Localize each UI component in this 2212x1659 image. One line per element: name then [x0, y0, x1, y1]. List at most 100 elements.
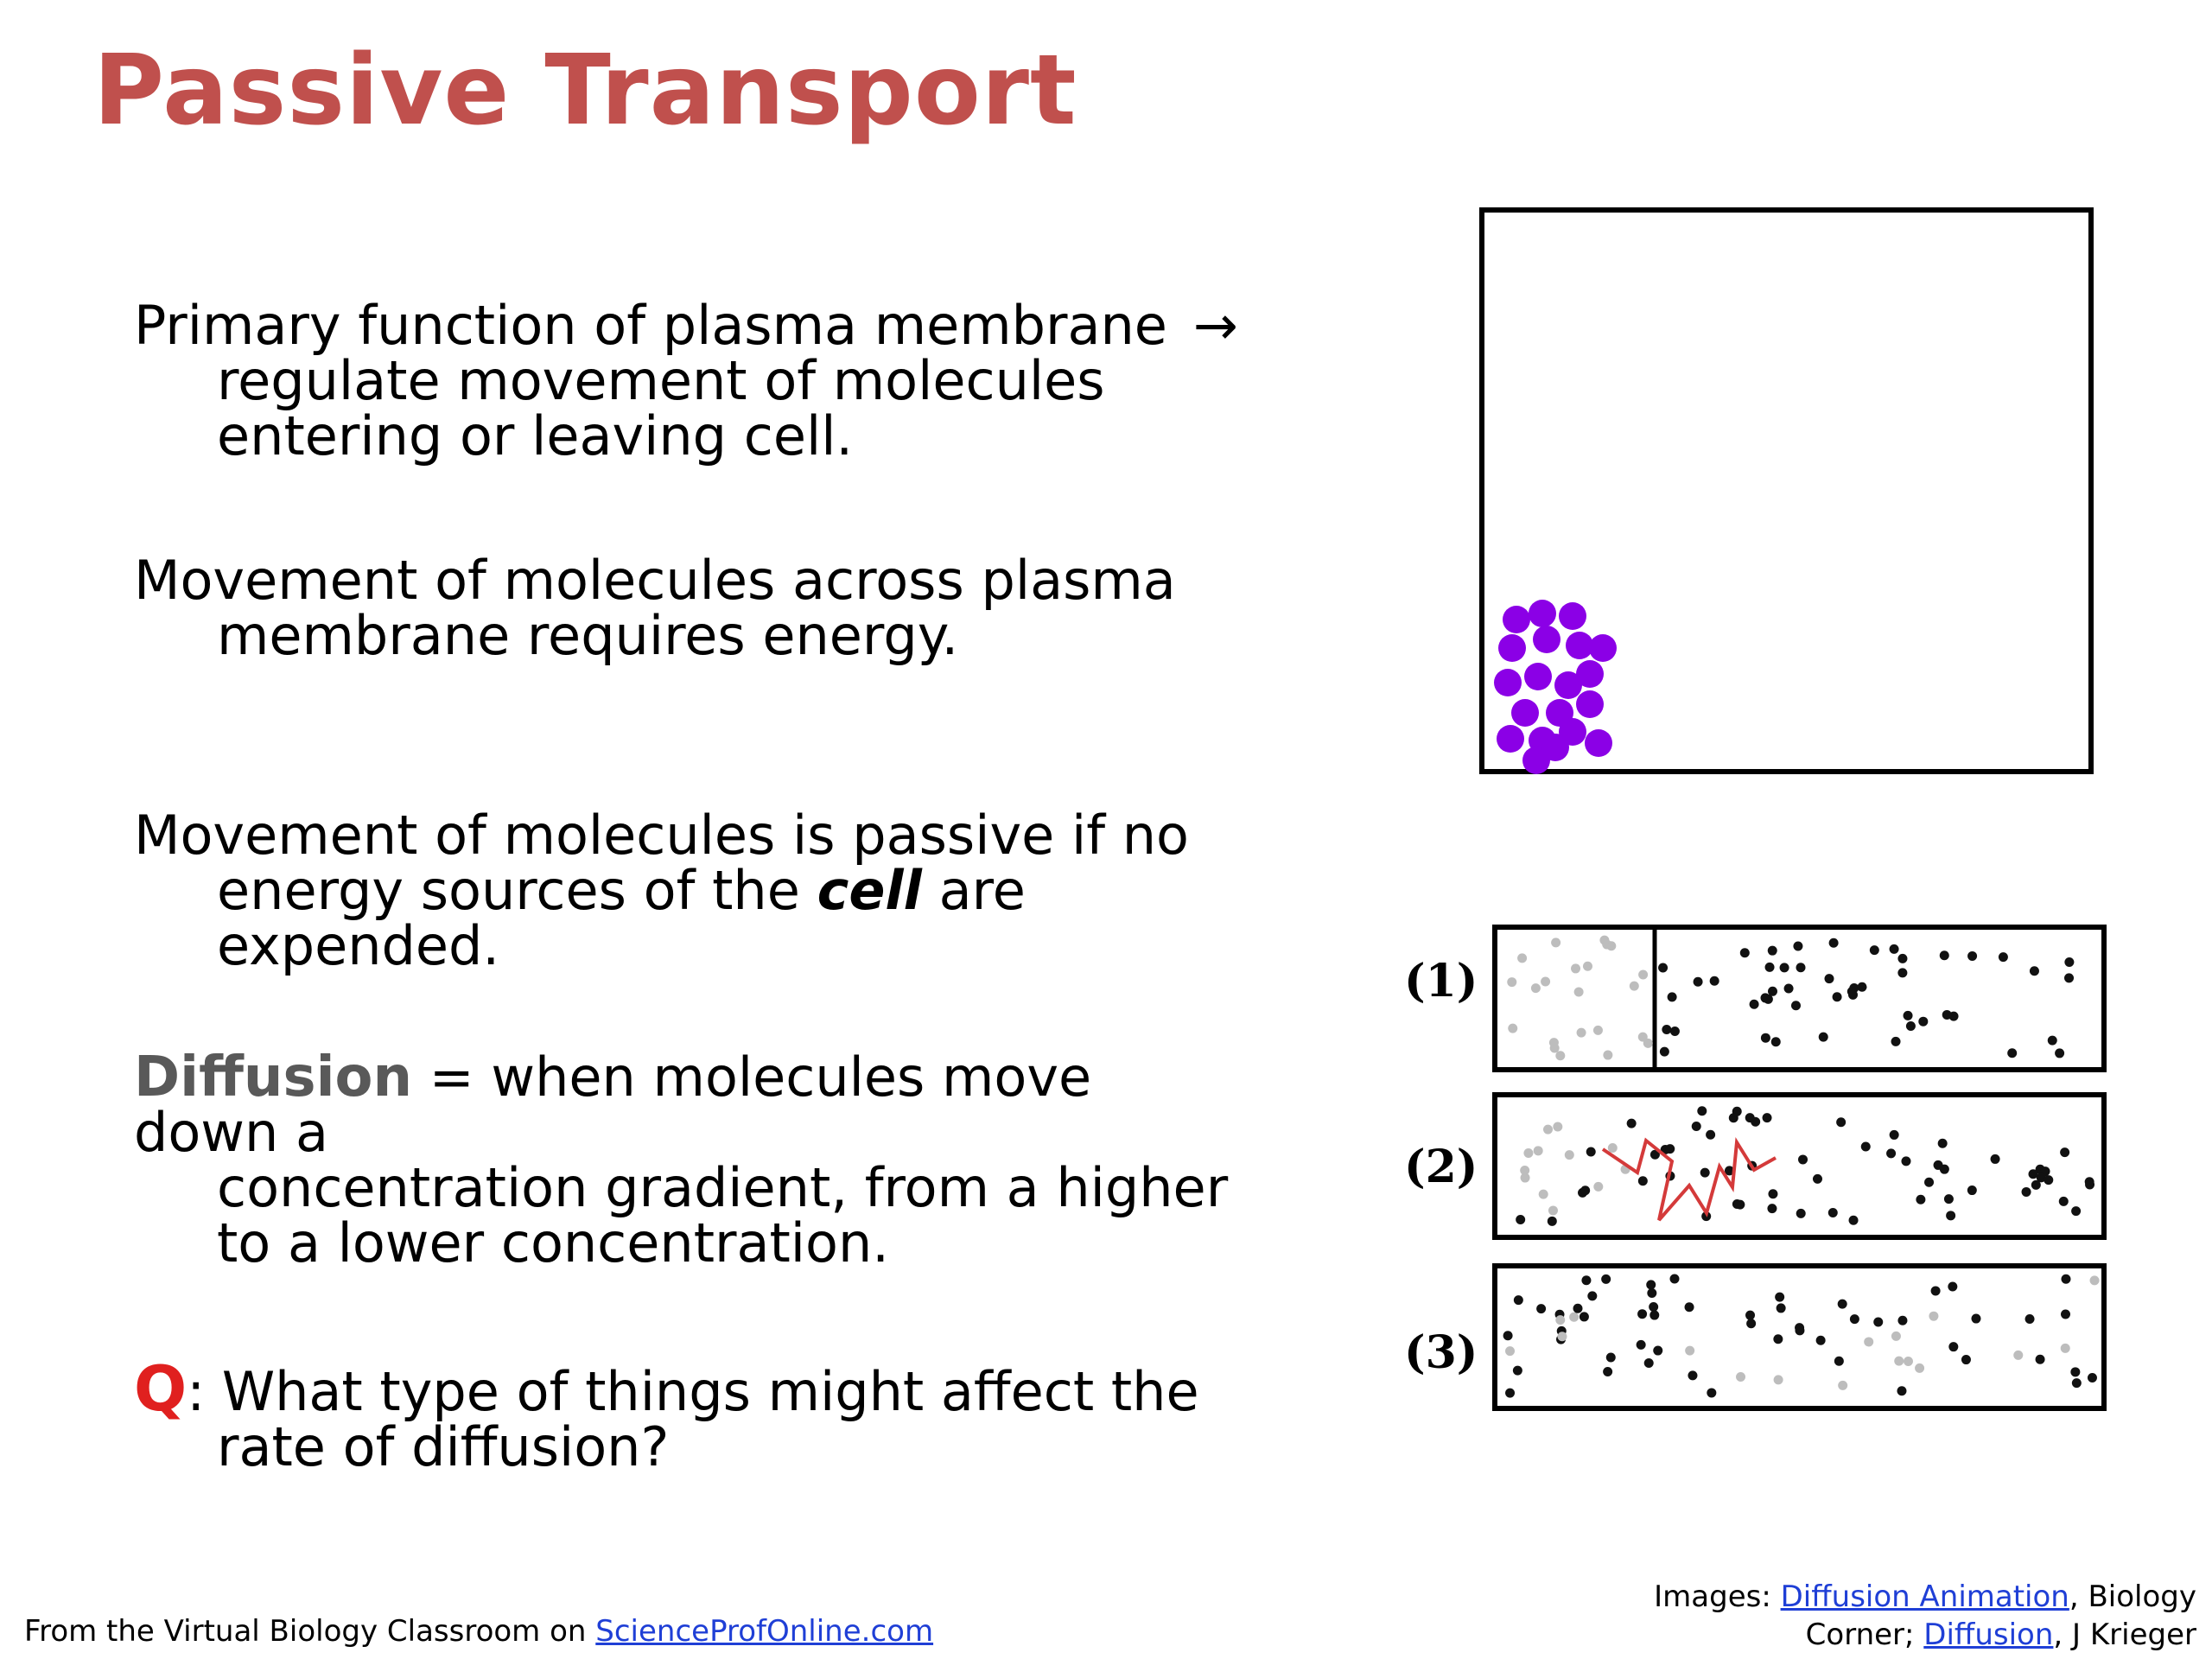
molecule-dot — [1593, 1181, 1604, 1192]
molecule-dot — [1796, 1208, 1806, 1218]
molecule-dot — [1709, 976, 1719, 986]
molecule-dot — [1793, 941, 1803, 951]
molecule-dot — [1524, 663, 1552, 690]
molecule-dot — [2055, 1048, 2065, 1058]
molecule-dot — [1569, 1312, 1580, 1322]
paragraph-text: Primary function of plasma membrane — [134, 294, 1167, 357]
link-diffusion[interactable]: Diffusion — [1923, 1618, 2054, 1652]
molecule-dot — [1551, 938, 1561, 948]
molecule-dot — [1770, 1037, 1781, 1047]
molecule-dot — [1818, 1032, 1828, 1042]
molecule-dot — [1891, 1036, 1901, 1046]
slide-title: Passive Transport — [93, 35, 1077, 147]
molecule-dot — [1691, 1122, 1701, 1132]
molecule-dot — [1626, 1118, 1637, 1128]
molecule-dot — [1767, 986, 1777, 996]
paragraph-text: Movement of molecules across plasma — [134, 549, 1176, 612]
molecule-dot — [2013, 1350, 2024, 1360]
molecule-dot — [1828, 938, 1839, 948]
molecule-dot — [1541, 734, 1569, 761]
molecule-dot — [1649, 1310, 1660, 1320]
molecule-dot — [1990, 1154, 2000, 1164]
molecule-dot — [1783, 983, 1794, 994]
paragraph-text: membrane requires energy. — [217, 604, 959, 667]
molecule-dot — [1566, 632, 1593, 659]
molecule-dot — [1971, 1313, 1981, 1324]
molecule-dot — [1942, 1009, 1952, 1020]
molecule-dot — [1961, 1355, 1971, 1365]
molecule-dot — [1512, 1365, 1522, 1376]
molecule-dot — [1601, 1274, 1611, 1284]
molecule-dot — [1745, 1113, 1755, 1123]
molecule-dot — [1523, 1148, 1534, 1159]
molecule-dot — [1768, 1189, 1778, 1199]
molecule-dot — [1579, 1312, 1589, 1322]
term-diffusion: Diffusion — [134, 1046, 413, 1109]
molecule-dot — [1762, 1113, 1772, 1123]
molecule-dot — [1653, 1345, 1663, 1356]
link-diffusion-animation[interactable]: Diffusion Animation — [1780, 1580, 2069, 1614]
footer-credit: From the Virtual Biology Classroom on Sc… — [24, 1614, 933, 1649]
molecule-dot — [1541, 976, 1551, 987]
molecule-dot — [1873, 1317, 1884, 1327]
panel-label-1: (1) — [1404, 955, 1478, 1007]
molecule-dot — [2035, 1354, 2045, 1364]
molecule-dot — [2061, 1274, 2071, 1284]
paragraph-text: energy sources of the — [217, 859, 817, 922]
molecule-dot — [1637, 1032, 1648, 1042]
molecule-dot — [1889, 1129, 1899, 1140]
molecule-dot — [1795, 1325, 1805, 1336]
molecule-dot — [2021, 1186, 2031, 1197]
molecule-dot — [1494, 669, 1522, 696]
molecule-dot — [1930, 1286, 1941, 1296]
molecule-dot — [1745, 1310, 1756, 1320]
panel-label-2: (2) — [1404, 1141, 1478, 1193]
credit-text: , Biology — [2069, 1580, 2196, 1614]
molecule-dot — [1536, 1304, 1547, 1314]
molecule-dot — [2024, 1314, 2035, 1325]
molecule-dot — [1516, 1215, 1526, 1225]
footer-link-scienceprofonline[interactable]: ScienceProfOnline.com — [595, 1614, 934, 1649]
molecule-dot — [1998, 952, 2008, 963]
molecule-dot — [1520, 1173, 1530, 1183]
molecule-dot — [1573, 987, 1584, 997]
molecule-dot — [1779, 963, 1789, 973]
molecule-dot — [1700, 1167, 1710, 1178]
molecule-dot — [1824, 974, 1834, 984]
particles — [1503, 1274, 2100, 1398]
molecule-dot — [1937, 1138, 1948, 1148]
molecule-dot — [1564, 1150, 1574, 1160]
molecule-dot — [1599, 935, 1610, 945]
molecule-dot — [1547, 1216, 1557, 1226]
molecule-dot — [1665, 1144, 1675, 1154]
molecule-dot — [1555, 1315, 1566, 1325]
molecule-dot — [1688, 1370, 1698, 1381]
molecule-dot — [1891, 1331, 1901, 1341]
molecule-dot — [1903, 1010, 1913, 1020]
molecule-cluster — [1494, 600, 1617, 774]
molecule-dot — [1837, 1299, 1847, 1309]
molecule-dot — [1662, 1024, 1672, 1034]
molecule-dot — [1796, 963, 1806, 973]
molecule-dot — [1746, 1319, 1757, 1329]
molecule-dot — [1798, 1154, 1808, 1165]
molecule-dot — [1924, 1177, 1935, 1187]
random-walk-path — [1601, 1136, 1777, 1222]
paragraph-passive: Movement of molecules is passive if no e… — [134, 808, 1249, 974]
molecule-dot — [2007, 1048, 2018, 1058]
molecule-dot — [2085, 1179, 2095, 1190]
molecule-dot — [1587, 1291, 1598, 1301]
molecule-dot — [1637, 1309, 1648, 1319]
paragraph-membrane-function: Primary function of plasma membrane→ reg… — [134, 298, 1249, 464]
paragraph-text: Movement of molecules is passive if no — [134, 804, 1189, 867]
molecule-dot — [1669, 1026, 1680, 1036]
molecule-dot — [1637, 1176, 1648, 1186]
molecule-dot — [1533, 1146, 1543, 1156]
molecule-dot — [1790, 1001, 1801, 1011]
molecule-dot — [1603, 1366, 1613, 1376]
molecule-dot — [1643, 1038, 1653, 1048]
particles — [1516, 1106, 2095, 1226]
molecule-dot — [1946, 1211, 1956, 1221]
molecule-dot — [1847, 989, 1858, 1000]
molecule-dot — [1916, 1194, 1926, 1205]
